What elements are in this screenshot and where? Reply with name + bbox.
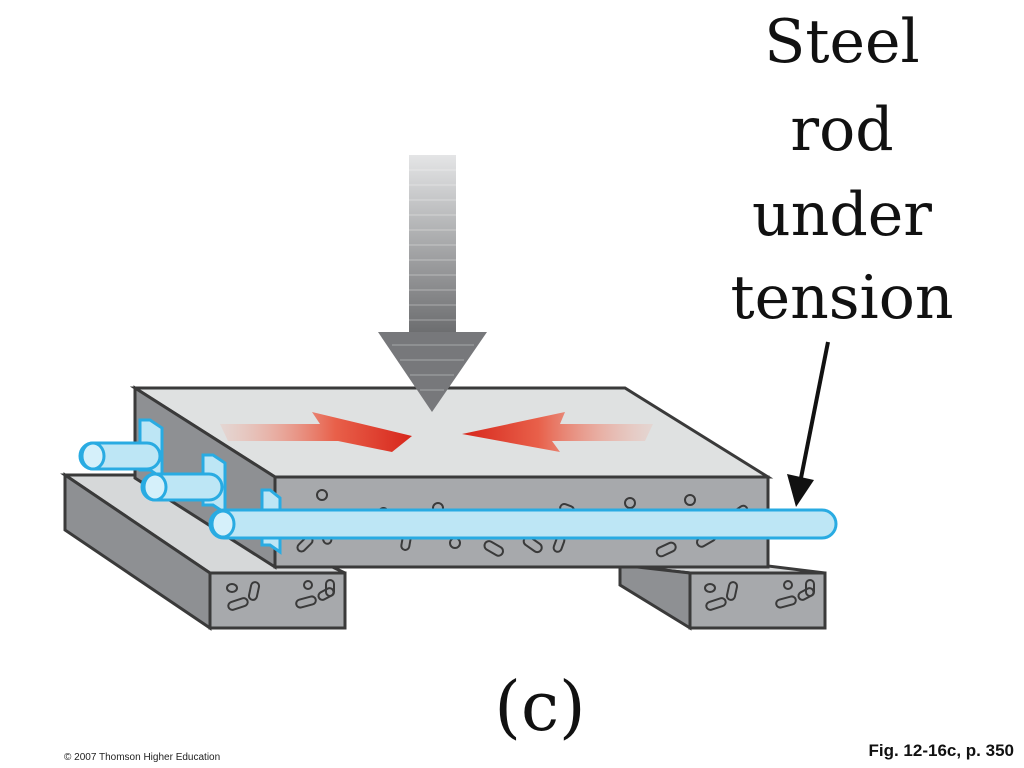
figure-reference: Fig. 12-16c, p. 350 bbox=[868, 741, 1014, 760]
steel-rod-3 bbox=[208, 508, 838, 540]
rod-label-line-3: under bbox=[752, 180, 932, 250]
rod-label-line-4: tension bbox=[730, 263, 954, 333]
copyright-text: © 2007 Thomson Higher Education bbox=[64, 752, 221, 763]
steel-rod-2 bbox=[140, 472, 224, 502]
steel-rods bbox=[78, 418, 838, 555]
rod-label-line-2: rod bbox=[790, 95, 894, 165]
compression-arrow-left bbox=[462, 412, 653, 452]
label-pointer-arrow bbox=[787, 341, 830, 507]
steel-rod-1 bbox=[78, 441, 162, 471]
panel-letter: (c) bbox=[494, 668, 586, 747]
load-arrow bbox=[378, 155, 487, 412]
compression-arrow-right bbox=[220, 412, 412, 452]
support-block-right bbox=[618, 563, 827, 631]
rod-label-line-1: Steel bbox=[764, 7, 920, 77]
